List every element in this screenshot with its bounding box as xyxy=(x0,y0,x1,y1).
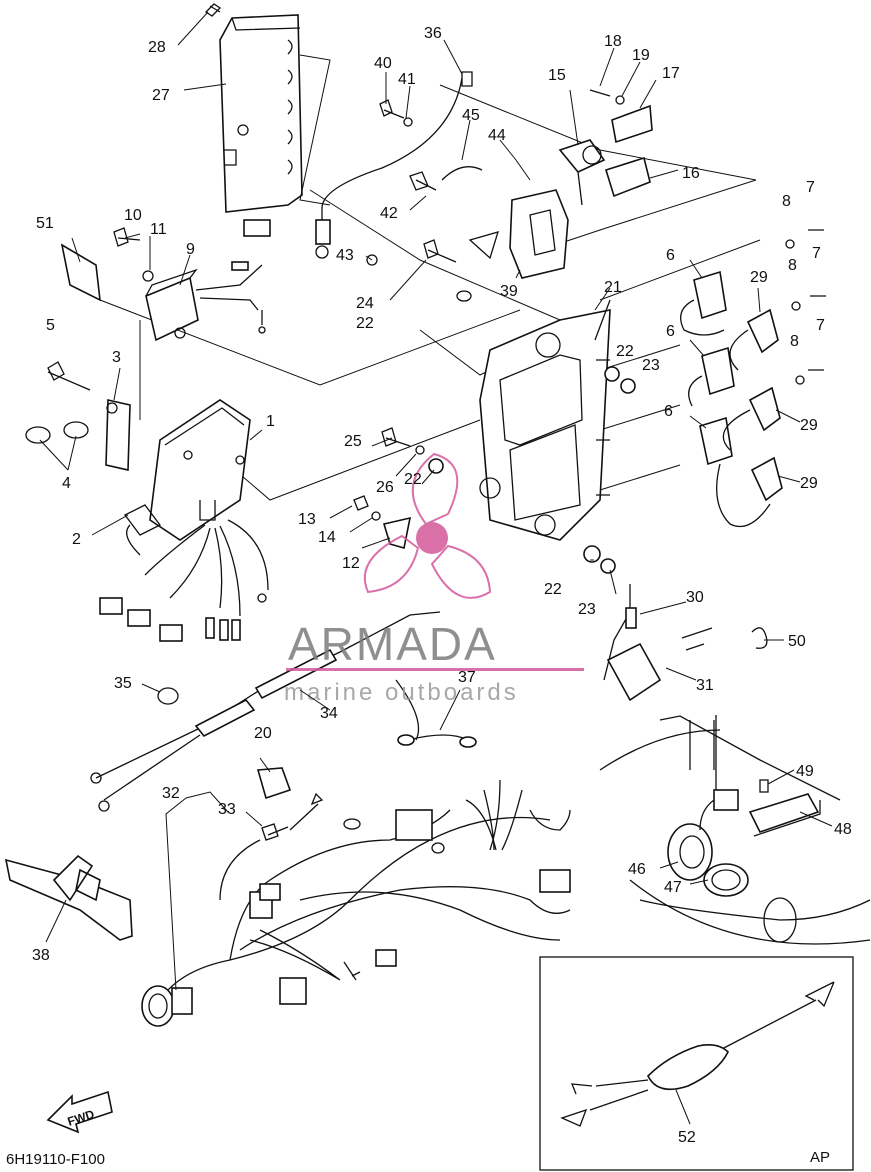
part-callout: 4 xyxy=(62,475,71,492)
diagram-line-art xyxy=(4,3,871,1171)
part-callout: 36 xyxy=(424,25,442,42)
part-callout: 22 xyxy=(404,471,422,488)
part-callout: 37 xyxy=(458,669,476,686)
drawing-code: 6H19110-F100 xyxy=(6,1151,105,1168)
part-callout: 34 xyxy=(320,705,338,722)
part-callout: 50 xyxy=(788,633,806,650)
part-callout: 11 xyxy=(150,221,167,238)
part-callouts: 1 2 3 4 5 6 6 6 7 7 7 8 8 8 9 10 11 12 1… xyxy=(32,25,852,1146)
part-callout: 22 xyxy=(356,315,374,332)
part-callout: 23 xyxy=(642,357,660,374)
part-callout: 1 xyxy=(266,413,275,430)
part-callout: 22 xyxy=(544,581,562,598)
part-callout: 24 xyxy=(356,295,374,312)
part-callout: 6 xyxy=(664,403,673,420)
part-callout: 9 xyxy=(186,241,195,258)
watermark: ARMADA marine outboards xyxy=(284,452,584,706)
part-callout: 3 xyxy=(112,349,121,366)
propeller-logo xyxy=(363,452,492,599)
part-callout: 40 xyxy=(374,55,392,72)
part-callout: 38 xyxy=(32,947,50,964)
part-callout: 7 xyxy=(816,317,825,334)
part-callout: 5 xyxy=(46,317,55,334)
part-callout: 13 xyxy=(298,511,316,528)
part-callout: 51 xyxy=(36,215,54,232)
part-callout: 48 xyxy=(834,821,852,838)
part-callout: 28 xyxy=(148,39,166,56)
part-callout: 33 xyxy=(218,801,236,818)
part-callout: 2 xyxy=(72,531,81,548)
part-callout: 8 xyxy=(788,257,797,274)
part-callout: 52 xyxy=(678,1129,696,1146)
part-callout: 6 xyxy=(666,323,675,340)
part-callout: 14 xyxy=(318,529,336,546)
part-callout: 25 xyxy=(344,433,362,450)
part-callout: 31 xyxy=(696,677,714,694)
part-callout: 17 xyxy=(662,65,680,82)
part-callout: 7 xyxy=(812,245,821,262)
part-callout: 19 xyxy=(632,47,650,64)
part-callout: 44 xyxy=(488,127,506,144)
part-callout: 45 xyxy=(462,107,480,124)
part-callout: 46 xyxy=(628,861,646,878)
part-callout: 42 xyxy=(380,205,398,222)
part-callout: 29 xyxy=(800,475,818,492)
part-callout: 27 xyxy=(152,87,170,104)
part-callout: 7 xyxy=(806,179,815,196)
part-callout: 39 xyxy=(500,283,518,300)
part-callout: 20 xyxy=(254,725,272,742)
inset-label: AP xyxy=(810,1149,830,1166)
part-callout: 15 xyxy=(548,67,566,84)
part-callout: 16 xyxy=(682,165,700,182)
part-callout: 49 xyxy=(796,763,814,780)
part-callout: 8 xyxy=(782,193,791,210)
part-callout: 18 xyxy=(604,33,622,50)
part-callout: 32 xyxy=(162,785,180,802)
part-callout: 30 xyxy=(686,589,704,606)
part-callout: 29 xyxy=(800,417,818,434)
part-callout: 22 xyxy=(616,343,634,360)
part-callout: 6 xyxy=(666,247,675,264)
part-callout: 35 xyxy=(114,675,132,692)
watermark-tagline: marine outboards xyxy=(284,679,519,706)
part-callout: 47 xyxy=(664,879,682,896)
part-callout: 41 xyxy=(398,71,416,88)
part-callout: 10 xyxy=(124,207,142,224)
part-callout: 29 xyxy=(750,269,768,286)
part-callout: 12 xyxy=(342,555,360,572)
part-callout: 26 xyxy=(376,479,394,496)
part-callout: 23 xyxy=(578,601,596,618)
part-callout: 21 xyxy=(604,279,622,296)
part-callout: 43 xyxy=(336,247,354,264)
callout-leaders xyxy=(39,11,833,1125)
part-callout: 8 xyxy=(790,333,799,350)
watermark-brand: ARMADA xyxy=(288,618,497,670)
